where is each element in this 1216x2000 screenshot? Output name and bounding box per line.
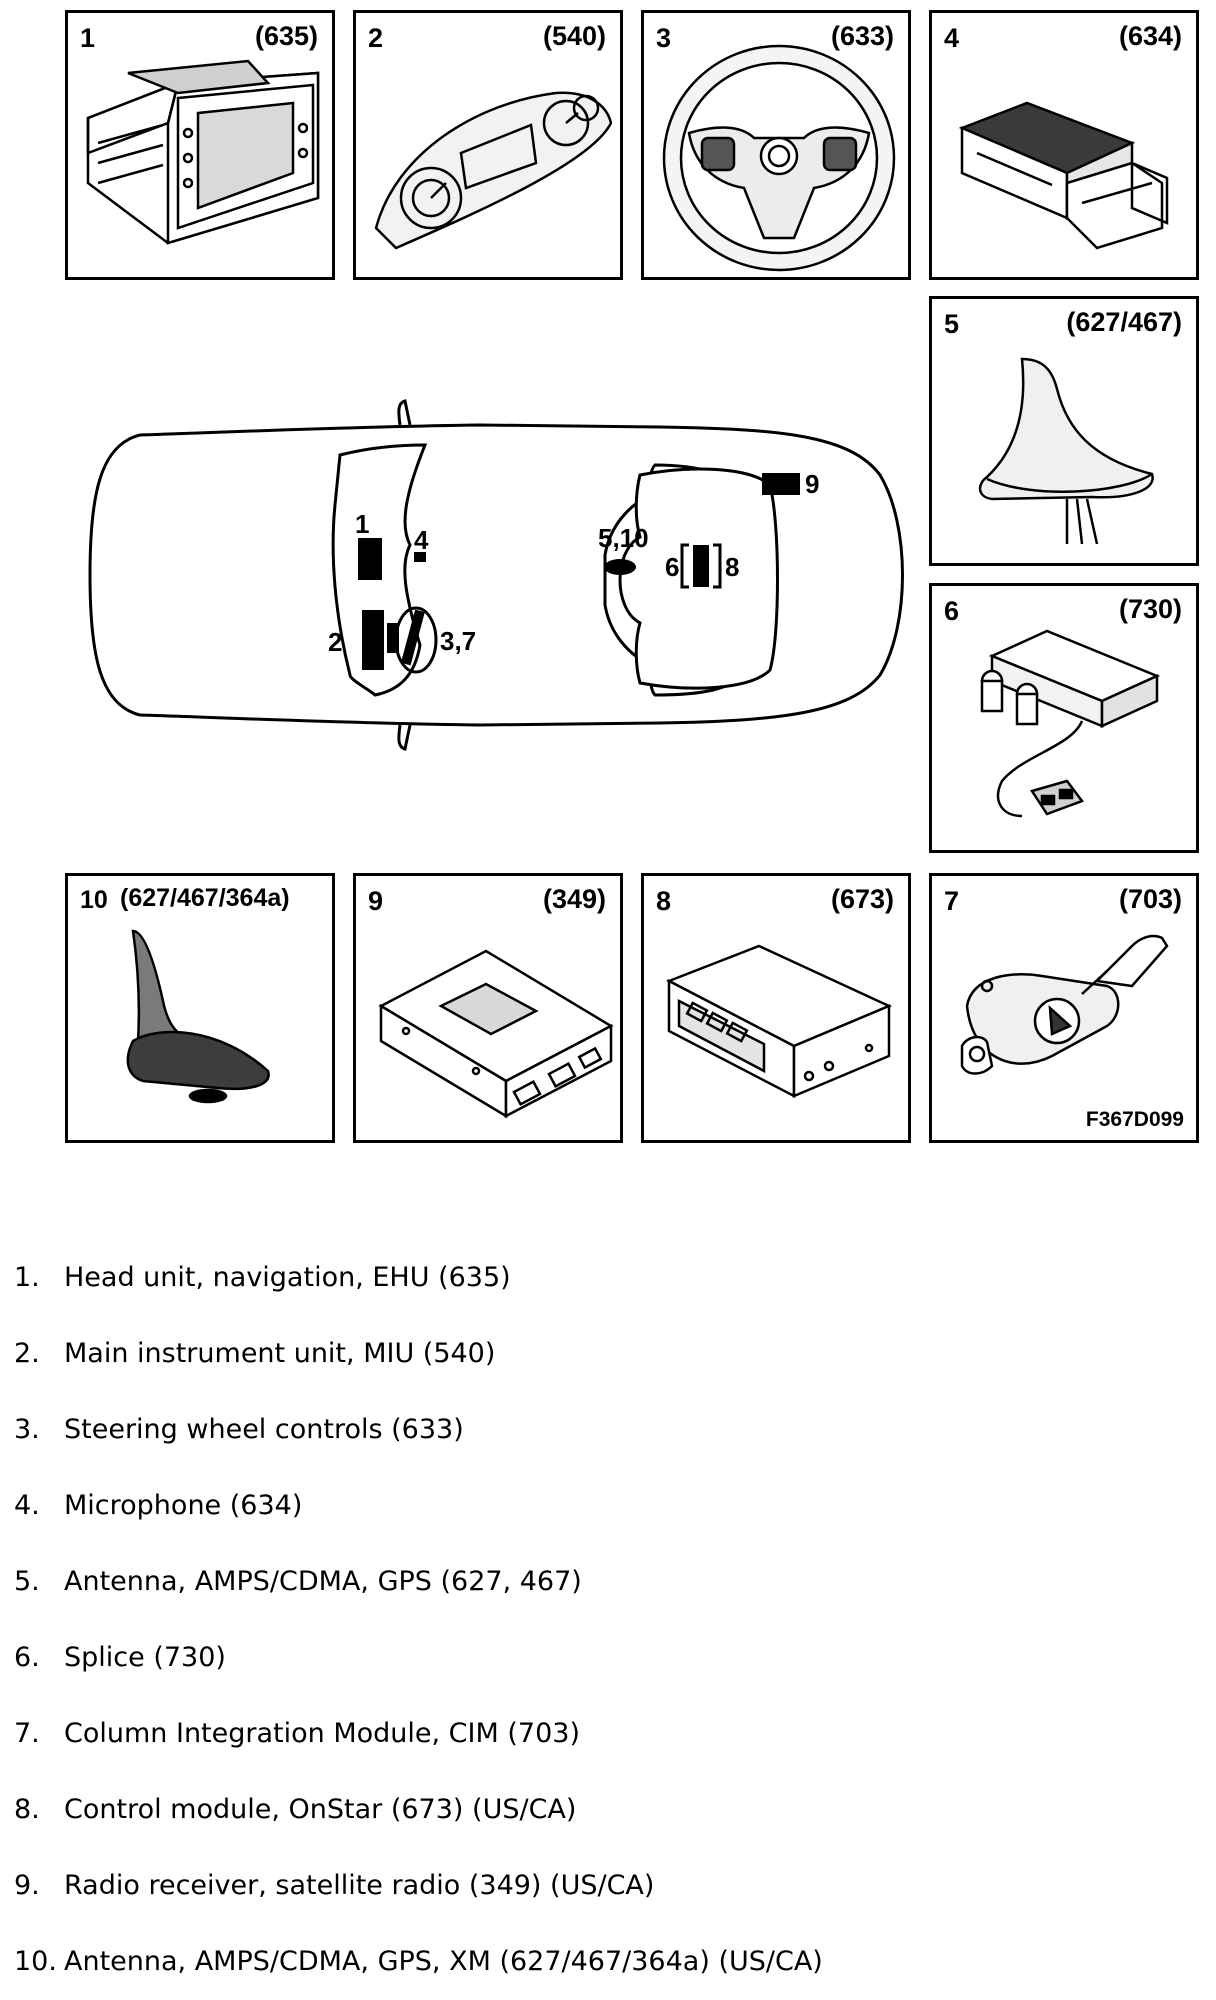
panel-splice: 6 (730) — [929, 583, 1199, 853]
shark-fin-antenna-illustration — [978, 357, 1154, 545]
legend-text: Steering wheel controls (633) — [64, 1414, 464, 1445]
panel-code: (635) — [254, 21, 318, 51]
panel-instrument-unit: 2 (540) — [353, 10, 623, 280]
panel-number: 5 — [944, 309, 960, 339]
legend-number: 3. — [14, 1414, 40, 1445]
panel-code: (673) — [830, 884, 894, 914]
steering-wheel-illustration — [662, 44, 896, 272]
legend-item: 9. Radio receiver, satellite radio (349) … — [14, 1848, 823, 1924]
instrument-cluster-illustration — [374, 91, 613, 250]
column-integration-module-illustration — [960, 934, 1169, 1075]
splice-illustration — [980, 629, 1161, 818]
satellite-receiver-illustration — [378, 949, 614, 1119]
panel-column-module: 7 (703) F367D099 — [929, 873, 1199, 1143]
car-label-4: 4 — [414, 525, 429, 555]
legend-item: 3. Steering wheel controls (633) — [14, 1392, 823, 1468]
panel-number: 6 — [944, 596, 960, 626]
legend-item: 10.Antenna, AMPS/CDMA, GPS, XM (627/467/… — [14, 1924, 823, 2000]
head-unit-illustration — [86, 59, 320, 245]
legend-item: 5. Antenna, AMPS/CDMA, GPS (627, 467) — [14, 1544, 823, 1620]
legend-text: Radio receiver, satellite radio (349) (U… — [64, 1870, 655, 1901]
legend-item: 4. Microphone (634) — [14, 1468, 823, 1544]
legend-text: Control module, OnStar (673) (US/CA) — [64, 1794, 577, 1825]
car-label-5-10: 5,10 — [598, 523, 649, 553]
panel-number: 10 — [80, 886, 108, 914]
car-label-8: 8 — [725, 552, 739, 582]
panel-onstar-module: 8 (673) — [641, 873, 911, 1143]
legend-number: 10. — [14, 1946, 57, 1977]
panel-head-unit: 1 (635) — [65, 10, 335, 280]
panel-code: (349) — [542, 884, 606, 914]
panel-code: (540) — [542, 21, 606, 51]
car-label-1: 1 — [355, 509, 369, 539]
microphone-illustration — [958, 101, 1169, 250]
car-top-view-diagram: 1 2 3,7 4 5,10 6 8 9 — [88, 399, 904, 751]
panel-code: (633) — [830, 21, 894, 51]
car-label-9: 9 — [805, 469, 819, 499]
panel-satellite-receiver: 9 (349) — [353, 873, 623, 1143]
panel-number: 1 — [80, 23, 96, 53]
figure-id: F367D099 — [1085, 1108, 1184, 1131]
legend-number: 1. — [14, 1262, 40, 1293]
legend-item: 6. Splice (730) — [14, 1620, 823, 1696]
car-label-3-7: 3,7 — [440, 626, 476, 656]
panel-antenna-fin: 5 (627/467) — [929, 296, 1199, 566]
panel-number: 3 — [656, 23, 672, 53]
legend-item: 7. Column Integration Module, CIM (703) — [14, 1696, 823, 1772]
legend-number: 8. — [14, 1794, 40, 1825]
component-legend: 1. Head unit, navigation, EHU (635) 2. Mai… — [14, 1240, 823, 2000]
onstar-module-illustration — [665, 944, 893, 1099]
legend-number: 5. — [14, 1566, 40, 1597]
panel-code: (703) — [1118, 884, 1182, 914]
legend-text: Antenna, AMPS/CDMA, GPS (627, 467) — [64, 1566, 582, 1597]
panel-code: (730) — [1118, 594, 1182, 624]
panel-number: 7 — [944, 886, 960, 916]
legend-number: 2. — [14, 1338, 40, 1369]
legend-number: 9. — [14, 1870, 40, 1901]
antenna-xm-illustration — [126, 929, 270, 1104]
panel-code: (627/467) — [1066, 307, 1182, 337]
panel-code: (627/467/364a) — [120, 884, 290, 912]
panel-number: 2 — [368, 23, 384, 53]
panel-number: 9 — [368, 886, 384, 916]
legend-item: 2. Main instrument unit, MIU (540) — [14, 1316, 823, 1392]
legend-text: Splice (730) — [64, 1642, 226, 1673]
legend-text: Microphone (634) — [64, 1490, 303, 1521]
panel-number: 4 — [944, 23, 960, 53]
panel-number: 8 — [656, 886, 672, 916]
legend-text: Head unit, navigation, EHU (635) — [64, 1262, 511, 1293]
panel-antenna-xm: 10 (627/467/364a) — [65, 873, 335, 1143]
panel-steering-wheel: 3 (633) — [641, 10, 911, 280]
panel-microphone: 4 (634) — [929, 10, 1199, 280]
legend-item: 8. Control module, OnStar (673) (US/CA) — [14, 1772, 823, 1848]
legend-text: Column Integration Module, CIM (703) — [64, 1718, 580, 1749]
legend-number: 6. — [14, 1642, 40, 1673]
car-label-6: 6 — [665, 552, 679, 582]
panel-code: (634) — [1118, 21, 1182, 51]
legend-number: 4. — [14, 1490, 40, 1521]
legend-text: Main instrument unit, MIU (540) — [64, 1338, 496, 1369]
legend-item: 1. Head unit, navigation, EHU (635) — [14, 1240, 823, 1316]
legend-number: 7. — [14, 1718, 40, 1749]
legend-text: Antenna, AMPS/CDMA, GPS, XM (627/467/364… — [64, 1946, 823, 1977]
car-label-2: 2 — [328, 627, 342, 657]
